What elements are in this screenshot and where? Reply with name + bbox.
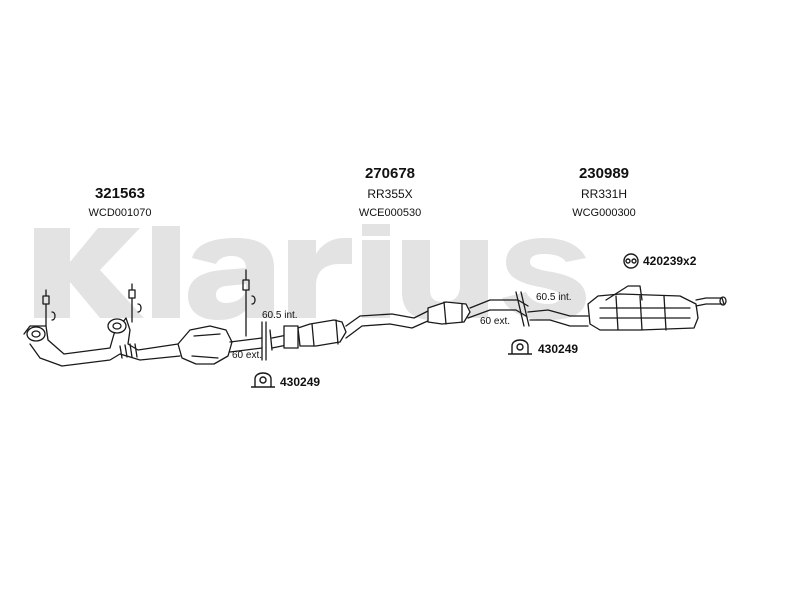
rear-box-number: 230989 (579, 165, 629, 182)
rear-joint-ext: 60 ext. (480, 316, 510, 327)
catalytic-converter (177, 325, 263, 365)
mount-rear-number: 420239x2 (643, 254, 697, 268)
rubber-mount-icon (623, 253, 639, 269)
centre-box-code: WCE000530 (359, 207, 421, 219)
clamp-mid-number: 430249 (538, 342, 578, 356)
rear-box-code: WCG000300 (572, 207, 636, 219)
centre-silencer (297, 299, 529, 347)
rear-joint-int: 60.5 int. (536, 292, 572, 303)
front-joint-int: 60.5 int. (262, 310, 298, 321)
front-joint-ext: 60 ext. (232, 350, 262, 361)
front-pipe-number: 321563 (95, 185, 145, 202)
rear-joint (515, 291, 589, 327)
part-labels: 321563 WCD001070 270678 RR355X WCE000530… (89, 165, 636, 219)
clamp-icon (251, 372, 275, 388)
exhaust-assembly (23, 269, 727, 367)
brand-watermark (34, 224, 586, 320)
rear-box-name: RR331H (581, 187, 627, 201)
clamp-icon (508, 339, 532, 355)
fitting-labels: 420239x2 430249 430249 (280, 254, 697, 389)
front-joint (261, 321, 299, 361)
clamp-front-number: 430249 (280, 375, 320, 389)
front-pipe (23, 317, 181, 367)
centre-box-name: RR355X (367, 187, 412, 201)
sensor-probes (42, 269, 256, 337)
dimension-labels: 60.5 int. 60 ext. 60.5 int. 60 ext. (232, 292, 572, 361)
centre-box-number: 270678 (365, 165, 415, 182)
rear-silencer (587, 285, 727, 331)
front-pipe-code: WCD001070 (89, 207, 152, 219)
